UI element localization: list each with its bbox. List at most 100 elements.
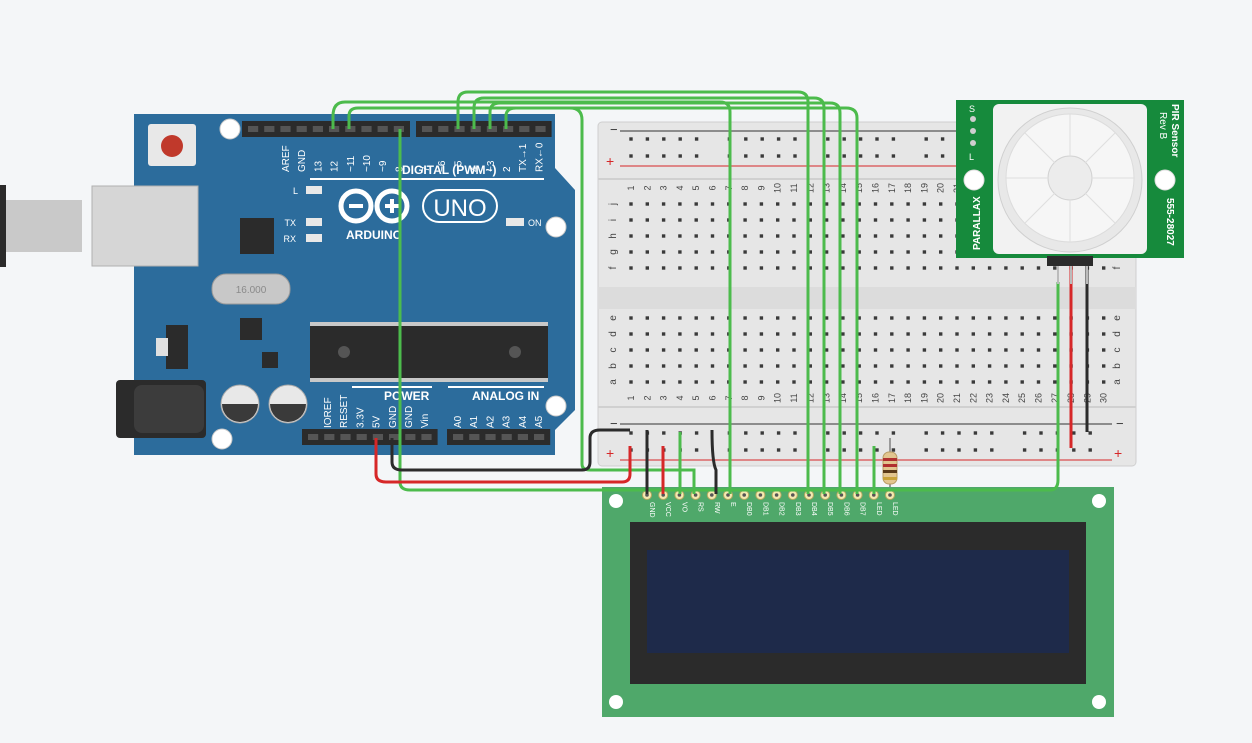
breadboard-hole[interactable] (808, 234, 812, 238)
breadboard-hole[interactable] (808, 250, 812, 254)
breadboard-hole[interactable] (629, 380, 633, 384)
breadboard-hole[interactable] (939, 234, 943, 238)
breadboard-hole[interactable] (808, 348, 812, 352)
breadboard-hole[interactable] (808, 316, 812, 320)
breadboard-hole[interactable] (759, 234, 764, 238)
breadboard-hole[interactable] (841, 202, 845, 206)
breadboard-hole[interactable] (661, 234, 666, 238)
breadboard-hole[interactable] (842, 137, 846, 141)
breadboard-hole[interactable] (939, 332, 943, 336)
breadboard-hole[interactable] (1102, 364, 1106, 368)
breadboard-hole[interactable] (971, 266, 975, 270)
breadboard-hole[interactable] (1020, 364, 1024, 368)
breadboard-hole[interactable] (824, 218, 829, 222)
digital-header-right-pin[interactable] (470, 126, 481, 132)
breadboard-hole[interactable] (1036, 316, 1041, 320)
breadboard-hole[interactable] (1039, 448, 1043, 452)
breadboard-hole[interactable] (922, 364, 927, 368)
breadboard-hole[interactable] (940, 137, 945, 141)
breadboard-hole[interactable] (645, 234, 649, 238)
breadboard-hole[interactable] (678, 250, 682, 254)
breadboard-hole[interactable] (858, 448, 863, 452)
digital-header-right-pin[interactable] (486, 126, 497, 132)
breadboard-hole[interactable] (940, 431, 945, 435)
pir-sensor[interactable]: S L PIR Sensor Rev B PARALLAX 555-28027 (956, 100, 1184, 284)
breadboard-hole[interactable] (759, 218, 764, 222)
breadboard-hole[interactable] (824, 348, 829, 352)
breadboard-hole[interactable] (1102, 266, 1106, 270)
breadboard-hole[interactable] (906, 202, 910, 206)
breadboard-hole[interactable] (891, 431, 896, 435)
digital-header-right-pin[interactable] (438, 126, 449, 132)
wire-lcd-rw[interactable] (710, 429, 718, 494)
breadboard-hole[interactable] (873, 234, 878, 238)
breadboard-hole[interactable] (939, 266, 943, 270)
wire-5v[interactable] (374, 438, 632, 484)
power-header-pin[interactable] (405, 434, 416, 440)
breadboard-hole[interactable] (857, 250, 861, 254)
breadboard-hole[interactable] (824, 250, 829, 254)
breadboard-hole[interactable] (891, 448, 896, 452)
breadboard-hole[interactable] (957, 448, 961, 452)
breadboard-hole[interactable] (678, 218, 682, 222)
breadboard-hole[interactable] (760, 431, 764, 435)
breadboard-hole[interactable] (922, 380, 927, 384)
digital-header-left-pin[interactable] (248, 126, 259, 132)
breadboard-hole[interactable] (793, 137, 797, 141)
breadboard-hole[interactable] (890, 332, 894, 336)
breadboard-hole[interactable] (826, 137, 830, 141)
breadboard-hole[interactable] (990, 448, 994, 452)
digital-header-right-pin[interactable] (503, 126, 514, 132)
breadboard-hole[interactable] (678, 348, 682, 352)
breadboard-hole[interactable] (955, 266, 959, 270)
breadboard-hole[interactable] (873, 218, 878, 222)
breadboard-hole[interactable] (743, 348, 747, 352)
breadboard-hole[interactable] (890, 218, 894, 222)
breadboard-hole[interactable] (841, 234, 845, 238)
breadboard-hole[interactable] (890, 348, 894, 352)
breadboard-hole[interactable] (776, 316, 780, 320)
breadboard-hole[interactable] (1020, 348, 1024, 352)
analog-header-pin[interactable] (453, 434, 464, 440)
breadboard-hole[interactable] (890, 266, 894, 270)
analog-header-pin[interactable] (469, 434, 480, 440)
breadboard-hole[interactable] (1036, 364, 1041, 368)
breadboard-hole[interactable] (792, 348, 796, 352)
breadboard-hole[interactable] (759, 250, 764, 254)
breadboard-hole[interactable] (826, 448, 830, 452)
breadboard-hole[interactable] (678, 137, 682, 141)
breadboard-hole[interactable] (743, 234, 747, 238)
digital-header-left-pin[interactable] (361, 126, 372, 132)
breadboard-hole[interactable] (857, 380, 861, 384)
breadboard-hole[interactable] (808, 266, 812, 270)
breadboard-hole[interactable] (873, 380, 878, 384)
breadboard-hole[interactable] (694, 332, 698, 336)
breadboard-hole[interactable] (661, 348, 666, 352)
breadboard-hole[interactable] (678, 266, 682, 270)
breadboard-hole[interactable] (744, 137, 748, 141)
breadboard-hole[interactable] (776, 137, 781, 141)
breadboard-hole[interactable] (776, 448, 781, 452)
breadboard-hole[interactable] (776, 348, 780, 352)
breadboard-hole[interactable] (955, 364, 959, 368)
breadboard-hole[interactable] (759, 380, 764, 384)
breadboard-hole[interactable] (1020, 332, 1024, 336)
breadboard-hole[interactable] (857, 266, 861, 270)
breadboard-hole[interactable] (873, 348, 878, 352)
breadboard-hole[interactable] (1004, 380, 1008, 384)
breadboard-hole[interactable] (744, 154, 748, 158)
breadboard-hole[interactable] (694, 202, 698, 206)
breadboard-hole[interactable] (743, 250, 747, 254)
digital-header-left-pin[interactable] (296, 126, 307, 132)
breadboard-hole[interactable] (891, 137, 896, 141)
breadboard-hole[interactable] (906, 316, 910, 320)
breadboard-hole[interactable] (873, 332, 878, 336)
breadboard-hole[interactable] (940, 448, 945, 452)
breadboard-hole[interactable] (694, 218, 698, 222)
analog-header-pin[interactable] (485, 434, 496, 440)
breadboard-hole[interactable] (629, 364, 633, 368)
breadboard-hole[interactable] (793, 431, 797, 435)
breadboard-hole[interactable] (808, 332, 812, 336)
breadboard-hole[interactable] (922, 202, 927, 206)
digital-header-left-pin[interactable] (377, 126, 388, 132)
